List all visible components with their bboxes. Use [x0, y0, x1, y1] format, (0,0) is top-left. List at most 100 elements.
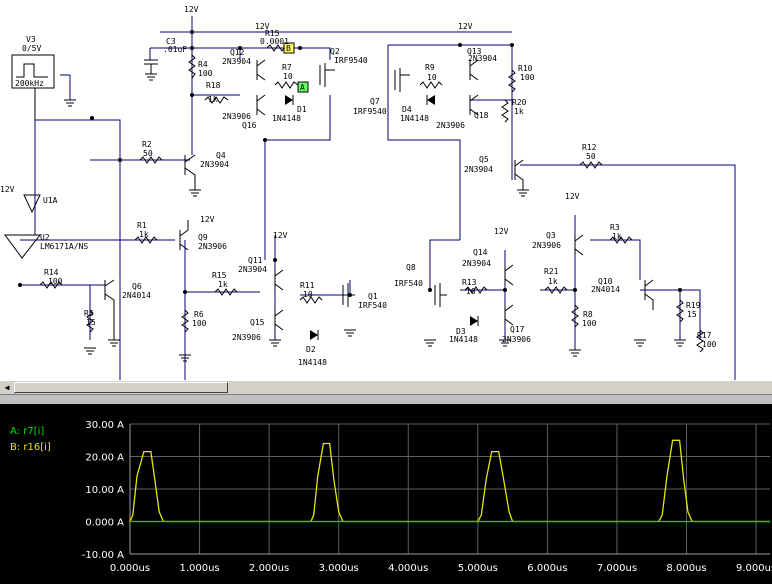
q6-label: Q6 [132, 282, 142, 291]
r5-label: R5 [84, 309, 94, 318]
r1-label: R1 [137, 221, 147, 230]
u1-label: U1A [43, 196, 58, 205]
r2-label: R2 [142, 140, 152, 149]
legend-b-label: B: r16[i] [10, 442, 51, 453]
q2-type-label: IRF9540 [334, 56, 368, 65]
r9-label: R9 [425, 63, 435, 72]
x-tick-label: 3.000us [319, 563, 359, 574]
r13-label: R13 [462, 278, 477, 287]
r7-value-label: 10 [283, 72, 293, 81]
q16-type-label: 2N3906 [222, 112, 251, 121]
v3-freq-label: 200kHz [15, 79, 44, 88]
component-labels: V3 0/5V 200kHz 12V C3 .01uF 12V R15 0.00… [0, 5, 717, 367]
y-tick-label: 30.00 A [85, 420, 124, 431]
q3-type-label: 2N3906 [532, 241, 561, 250]
d2-type-label: 1N4148 [298, 358, 327, 367]
c3-value-label: .01uF [163, 45, 187, 54]
r1-value-label: 1k [139, 230, 149, 239]
q4-type-label: 2N3904 [200, 160, 229, 169]
q14-type-label: 2N3904 [462, 259, 491, 268]
legend-a-label: A: r7[i] [10, 426, 45, 437]
q5-label: Q5 [479, 155, 489, 164]
q5-type-label: 2N3904 [464, 165, 493, 174]
schematic-canvas[interactable]: V3 0/5V 200kHz 12V C3 .01uF 12V R15 0.00… [0, 0, 772, 380]
q10-label: Q10 [598, 277, 613, 286]
q9-type-label: 2N3906 [198, 242, 227, 251]
r21-value-label: 1k [548, 277, 558, 286]
x-tick-label: 1.000us [179, 563, 219, 574]
probe-b-label: B [286, 44, 291, 53]
r21-label: R21 [544, 267, 559, 276]
q7-type-label: IRF9540 [353, 107, 387, 116]
probe-a-label: A [300, 83, 305, 92]
q8-label: Q8 [406, 263, 416, 272]
diode-symbols [285, 95, 479, 340]
r10-label: R10 [518, 64, 533, 73]
q10-type-label: 2N4014 [591, 285, 620, 294]
q17-label: Q17 [510, 325, 525, 334]
vcc-label-q11: 12V [273, 231, 288, 240]
y-tick-label: 10.00 A [85, 485, 124, 496]
series-b-line [129, 439, 770, 523]
r15-label: R15 [265, 29, 280, 38]
vcc-label-q14: 12V [494, 227, 509, 236]
vcc-label-q3: 12V [565, 192, 580, 201]
x-tick-label: 2.000us [249, 563, 289, 574]
r18-label: R18 [206, 81, 221, 90]
q11-type-label: 2N3904 [238, 265, 267, 274]
scroll-left-arrow-icon[interactable]: ◀ [0, 381, 15, 394]
u2-label: U2 [40, 233, 50, 242]
probe-a-marker[interactable] [297, 81, 309, 93]
resistor-symbols [39, 44, 704, 353]
q16-label: Q16 [242, 121, 257, 130]
r5-value-label: 15 [86, 318, 96, 327]
q12-label: Q12 [230, 48, 245, 57]
d1-label: D1 [297, 105, 307, 114]
r14-value-label: 100 [48, 277, 63, 286]
d4-type-label: 1N4148 [400, 114, 429, 123]
schematic-horizontal-scrollbar[interactable]: ◀ [0, 380, 772, 394]
x-tick-label: 9.000us [736, 563, 772, 574]
d1-type-label: 1N4148 [272, 114, 301, 123]
q18-type-label: 2N3906 [436, 121, 465, 130]
opamp-u1[interactable] [4, 194, 42, 259]
q13-label: Q13 [467, 47, 482, 56]
r12-label: R12 [582, 143, 597, 152]
x-tick-label: 7.000us [597, 563, 637, 574]
vcc-label-q13: 12V [458, 22, 473, 31]
q1-label: Q1 [368, 292, 378, 301]
r10-value-label: 100 [520, 73, 535, 82]
scrollbar-thumb[interactable] [14, 382, 228, 393]
supply-rails [20, 16, 736, 380]
q7-label: Q7 [370, 97, 380, 106]
pane-splitter[interactable] [0, 394, 772, 404]
r15-value-label: 0.0001 [260, 37, 289, 46]
legend-entry-b: B: r16[i] [10, 442, 51, 453]
r15b-label: R15 [212, 271, 227, 280]
q4-label: Q4 [216, 151, 226, 160]
r4-label: R4 [198, 60, 208, 69]
q18-label: Q18 [474, 111, 489, 120]
r8-value-label: 100 [582, 319, 597, 328]
v3-source[interactable] [11, 54, 55, 120]
d4-label: D4 [402, 105, 412, 114]
r14-label: R14 [44, 268, 59, 277]
d3-type-label: 1N4148 [449, 335, 478, 344]
vcc-label-q9: 12V [200, 215, 215, 224]
r6-value-label: 100 [192, 319, 207, 328]
q8-type-label: IRF540 [394, 279, 423, 288]
r11-value-label: 10 [303, 290, 313, 299]
x-tick-label: 0.000us [110, 563, 150, 574]
legend-entry-a: A: r7[i] [10, 426, 44, 437]
r19-label: R19 [686, 301, 701, 310]
q3-label: Q3 [546, 231, 556, 240]
v3-label: V3 [26, 35, 36, 44]
r15b-value-label: 1k [218, 280, 228, 289]
d3-label: D3 [456, 327, 466, 336]
d2-label: D2 [306, 345, 316, 354]
ground-symbols [64, 73, 686, 362]
waveform-plot[interactable]: 30.00 A20.00 A10.00 A0.000 A-10.00 A0.00… [0, 404, 772, 584]
vcc-label-u1: 12V [0, 185, 15, 194]
probe-b-marker[interactable] [283, 42, 295, 54]
